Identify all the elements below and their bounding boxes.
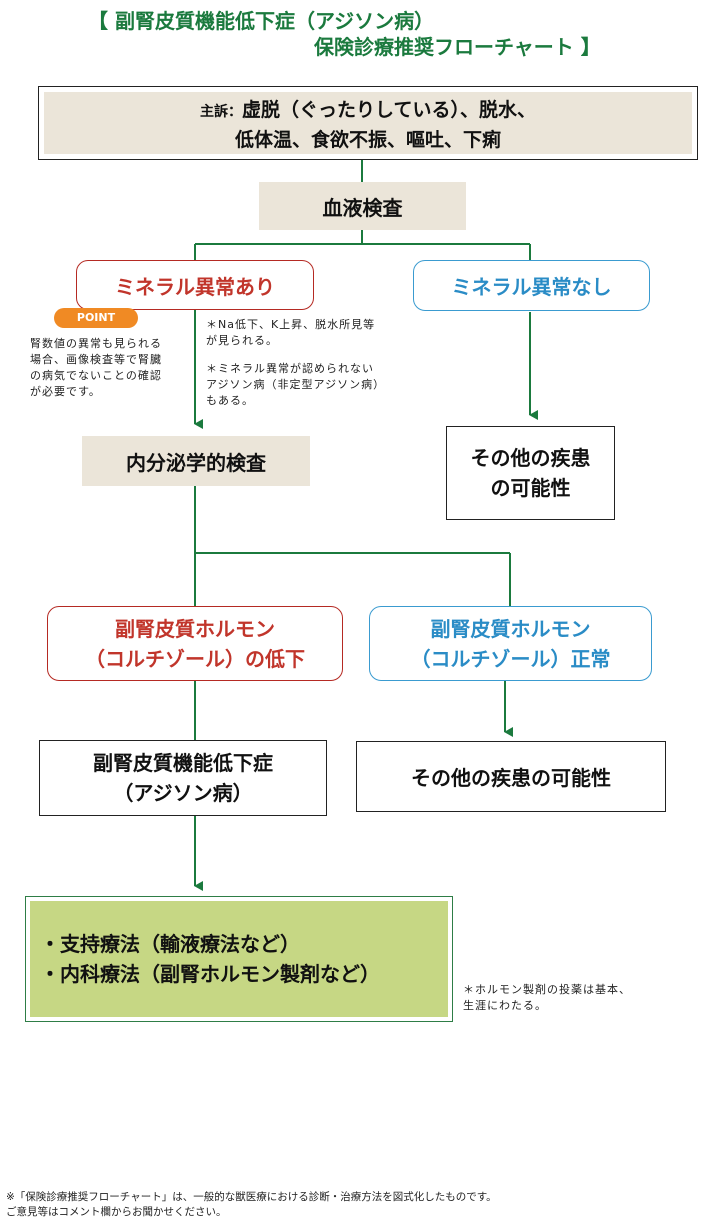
- point-note-line: 場合、画像検査等で腎臓: [30, 353, 162, 366]
- treatment-box: ・支持療法（輸液療法など） ・内科療法（副腎ホルモン製剤など）: [25, 896, 453, 1022]
- blood-test-box: 血液検査: [259, 182, 466, 230]
- complaint-box: 主訴：虚脱（ぐったりしている）、脱水、 低体温、食欲不振、嘔吐、下痢: [38, 86, 698, 160]
- complaint-line-1: 虚脱（ぐったりしている）、脱水、: [242, 99, 536, 121]
- other-disease-1-line-1: その他の疾患: [470, 446, 591, 470]
- point-note-line: の病気でないことの確認: [30, 369, 162, 382]
- point-badge-label: POINT: [76, 311, 116, 324]
- complaint-line-2: 低体温、食欲不振、嘔吐、下痢: [234, 129, 501, 151]
- diagnosis-line-1: 副腎皮質機能低下症: [93, 751, 273, 775]
- footer-note: ※「保険診療推奨フローチャート」は、一般的な獣医療における診断・治療方法を図式化…: [6, 1190, 716, 1220]
- other-disease-box-1: その他の疾患 の可能性: [446, 426, 615, 520]
- hormone-normal-line-2: （コルチゾール）正常: [410, 646, 611, 671]
- footer-line-1: ※「保険診療推奨フローチャート」は、一般的な獣医療における診断・治療方法を図式化…: [6, 1191, 497, 1203]
- mineral-normal-label: ミネラル異常なし: [451, 275, 612, 299]
- point-note-line: が必要です。: [30, 385, 101, 398]
- endocrine-test-label: 内分泌学的検査: [126, 450, 266, 475]
- hormone-low-line-1: 副腎皮質ホルモン: [115, 616, 275, 641]
- point-badge: POINT: [54, 308, 138, 328]
- mineral-normal-box: ミネラル異常なし: [413, 260, 650, 311]
- other-disease-1-line-2: の可能性: [490, 476, 571, 500]
- endocrine-test-box: 内分泌学的検査: [82, 436, 310, 486]
- mineral-note-1-line: が見られる。: [206, 334, 278, 347]
- mineral-note-1-line: ＊Na低下、K上昇、脱水所見等: [206, 318, 376, 331]
- hormone-low-line-2: （コルチゾール）の低下: [85, 646, 305, 671]
- treatment-note-line: 生涯にわたる。: [463, 999, 547, 1012]
- mineral-abnormal-label: ミネラル異常あり: [115, 274, 275, 299]
- hormone-normal-box: 副腎皮質ホルモン （コルチゾール）正常: [369, 606, 652, 681]
- mineral-note-2-line: アジソン病（非定型アジソン病）: [206, 378, 386, 391]
- other-disease-2-label: その他の疾患の可能性: [411, 766, 611, 790]
- mineral-note-1: ＊Na低下、K上昇、脱水所見等 が見られる。: [206, 317, 406, 349]
- other-disease-box-2: その他の疾患の可能性: [356, 741, 666, 812]
- point-note: 腎数値の異常も見られる 場合、画像検査等で腎臓 の病気でないことの確認 が必要で…: [30, 336, 190, 400]
- title-line-1: 【 副腎皮質機能低下症（アジソン病）: [88, 9, 435, 33]
- mineral-note-2: ＊ミネラル異常が認められない アジソン病（非定型アジソン病） もある。: [206, 361, 406, 409]
- treatment-note: ＊ホルモン製剤の投薬は基本、 生涯にわたる。: [463, 982, 713, 1014]
- mineral-abnormal-box: ミネラル異常あり: [76, 260, 314, 310]
- blood-test-label: 血液検査: [322, 195, 403, 220]
- diagnosis-box: 副腎皮質機能低下症 （アジソン病）: [39, 740, 327, 816]
- title-line-2: 保険診療推奨フローチャート 】: [314, 35, 601, 59]
- mineral-note-2-line: もある。: [206, 394, 254, 407]
- treatment-note-line: ＊ホルモン製剤の投薬は基本、: [463, 983, 631, 996]
- hormone-normal-line-1: 副腎皮質ホルモン: [430, 616, 591, 641]
- treatment-line-2: ・内科療法（副腎ホルモン製剤など）: [40, 962, 380, 986]
- mineral-note-2-line: ＊ミネラル異常が認められない: [206, 362, 374, 375]
- footer-line-2: ご意見等はコメント欄からお聞かせください。: [6, 1206, 227, 1218]
- hormone-low-box: 副腎皮質ホルモン （コルチゾール）の低下: [47, 606, 343, 681]
- diagnosis-line-2: （アジソン病）: [113, 781, 253, 805]
- point-note-line: 腎数値の異常も見られる: [30, 337, 162, 350]
- page-title: 【 副腎皮質機能低下症（アジソン病） 保険診療推奨フローチャート 】: [88, 8, 688, 60]
- complaint-label: 主訴：: [200, 104, 243, 120]
- treatment-line-1: ・支持療法（輸液療法など）: [40, 932, 300, 956]
